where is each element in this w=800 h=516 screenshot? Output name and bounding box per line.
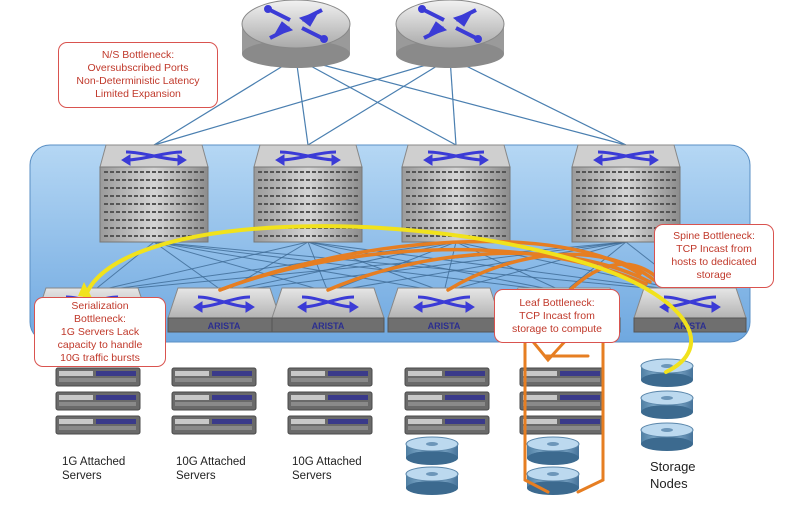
router-uplinks <box>153 57 627 146</box>
ns-bottleneck-text-line: N/S Bottleneck: <box>101 49 175 61</box>
switch-arrows-icon <box>593 150 659 166</box>
leaf-incast-line <box>523 478 550 494</box>
storage-disk <box>640 422 694 451</box>
mesh-line <box>443 241 627 293</box>
mesh-line <box>91 241 457 293</box>
mesh-line <box>307 241 565 293</box>
yellow-arrowhead <box>78 282 92 298</box>
incast-curve <box>218 239 642 292</box>
spine-switch-1 <box>99 144 209 243</box>
router-arrows-icon <box>264 5 328 43</box>
switch-arrows-icon <box>659 295 721 313</box>
storage-nodes-label-line: Storage <box>650 459 696 474</box>
leaf-incast-line <box>528 336 570 363</box>
leaf-switch-2: ARISTA <box>167 287 281 333</box>
server-stack-compute-2 <box>519 367 605 435</box>
group-1g-label-line: Servers <box>62 470 102 482</box>
uplink-line <box>295 57 627 146</box>
mesh-line <box>91 241 309 293</box>
group-10g-b-label-line: 10G Attached <box>292 456 362 468</box>
group-10g-a-label-line: 10G Attached <box>176 456 246 468</box>
storage-disk <box>526 436 580 465</box>
switch-arrows-icon <box>193 295 255 313</box>
mesh-line <box>307 241 445 293</box>
group-10g-a-label-line: Servers <box>176 470 216 482</box>
serialization-traffic-yellow <box>82 224 694 374</box>
switch-arrows-icon <box>121 150 187 166</box>
arista-logo: ARISTA <box>674 321 707 331</box>
arista-logo: ARISTA <box>428 321 461 331</box>
spine-bottleneck-text-line: Spine Bottleneck: <box>673 230 755 242</box>
router-arrows-icon <box>418 5 482 43</box>
spine-bottleneck-text-line: storage <box>696 269 732 281</box>
core-router-2 <box>395 0 505 68</box>
leaf-switch-4: ARISTA <box>387 287 501 333</box>
spine-switch-3 <box>401 144 511 243</box>
uplink-line <box>449 57 627 146</box>
switch-arrows-icon <box>275 150 341 166</box>
leaf-switch-6: ARISTA <box>633 287 747 333</box>
serialization-bottleneck-text-line: capacity to handle <box>57 338 143 351</box>
serialization-bottleneck-text-line: Serialization <box>71 299 129 312</box>
uplink-line <box>307 57 451 146</box>
switch-arrows-icon <box>423 150 489 166</box>
leaf-bottleneck-text-line: storage to compute <box>512 322 602 335</box>
mesh-line <box>153 241 225 293</box>
switch-arrows-icon <box>297 295 359 313</box>
leaf-incast-line <box>576 478 605 494</box>
mesh-line <box>307 241 329 293</box>
storage-disk <box>405 466 459 495</box>
serialization-bottleneck-text-line: 10G traffic bursts <box>60 351 140 364</box>
uplink-line <box>153 57 297 146</box>
server-stack-10g-b <box>287 367 373 435</box>
leaf-switch-3: ARISTA <box>271 287 385 333</box>
uplink-line <box>449 57 457 146</box>
serialization-bottleneck-text-line: 1G Servers Lack <box>60 325 140 338</box>
storage-disk <box>526 466 580 495</box>
serialization-bottleneck-text-line: Bottleneck: <box>74 312 126 325</box>
arista-logo: ARISTA <box>208 321 241 331</box>
ns-bottleneck-text-line: Oversubscribed Ports <box>87 62 189 74</box>
storage-nodes-label-line: Nodes <box>650 476 688 491</box>
leaf-bottleneck-text-line: Leaf Bottleneck: <box>519 296 595 309</box>
mesh-line <box>223 241 627 293</box>
uplink-line <box>153 57 451 146</box>
core-router-1 <box>241 0 351 68</box>
uplink-line <box>295 57 457 146</box>
group-10g-b-label-line: Servers <box>292 470 332 482</box>
server-stack-compute-1 <box>404 367 490 435</box>
spine-bottleneck-text-line: hosts to dedicated <box>671 256 757 268</box>
leaf-incast-orange <box>523 334 605 494</box>
ns-bottleneck-text-line: Non-Deterministic Latency <box>76 75 200 87</box>
server-stack-10g-a <box>171 367 257 435</box>
mesh-line <box>153 241 329 293</box>
leaf-bottleneck-text-line: TCP Incast from <box>519 309 595 322</box>
storage-disk <box>405 436 459 465</box>
group-1g-label-line: 1G Attached <box>62 456 126 468</box>
arista-logo: ARISTA <box>312 321 345 331</box>
spine-switch-2 <box>253 144 363 243</box>
server-stack-1g <box>55 367 141 435</box>
ns-bottleneck-text-line: Limited Expansion <box>95 88 181 100</box>
incast-curve <box>568 262 662 292</box>
storage-disk <box>640 390 694 419</box>
switch-arrows-icon <box>413 295 475 313</box>
spine-bottleneck-text-line: TCP Incast from <box>676 243 752 255</box>
